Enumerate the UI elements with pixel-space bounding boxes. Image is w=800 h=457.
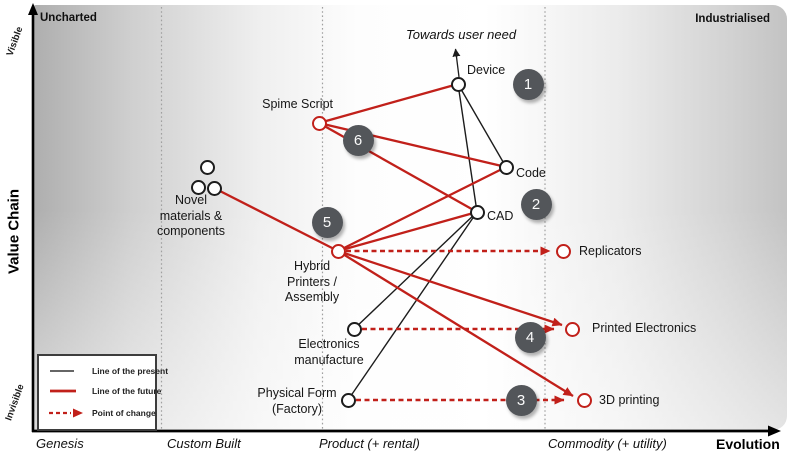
node-3d-printing [576,392,592,408]
legend-row-future: Line of the future [48,386,161,396]
stage-product: Product (+ rental) [319,436,420,451]
future-lines [213,82,574,397]
edge-hybrid-3d-printing [337,250,574,397]
axes [28,3,781,437]
node-novel-materials-2 [190,179,206,195]
edge-cad-electronics [353,211,478,330]
y-axis-title: Value Chain [5,188,23,275]
y-axis-arrowhead [28,3,38,15]
label-replicators: Replicators [579,244,642,258]
legend-box: Line of the present Line of the future P… [37,354,168,431]
badge-5: 5 [311,206,343,238]
node-hybrid-printers [330,243,346,259]
edge-hybrid-printed-electronics [337,249,563,327]
node-printed-electronics [564,321,580,337]
present-lines [347,48,507,401]
label-physical-form: Physical Form (Factory) [257,386,337,416]
badge-1: 1 [512,68,544,100]
point-of-change-icon [48,407,88,419]
x-axis-arrowhead [768,425,781,437]
industrialised-label: Industrialised [695,13,770,25]
evolution-gradient-background [33,5,787,430]
legend-label-change: Point of change [92,407,156,418]
badge-6: 6 [342,124,374,156]
towards-user-need-label: Towards user need [406,27,517,42]
edge-hybrid-cad [337,210,478,253]
label-device: Device [467,63,506,77]
node-physical-form [340,392,356,408]
line-of-present-icon [48,367,88,375]
label-spime-script: Spime Script [262,97,333,111]
edge-novel-hybrid [213,186,339,253]
label-3d-printing: 3D printing [599,393,660,407]
node-spime-script [311,115,327,131]
legend-label-future: Line of the future [92,386,162,397]
node-novel-materials-3 [206,180,222,196]
label-printed-electronics: Printed Electronics [592,321,697,335]
node-electronics-manufacture [346,321,362,337]
stage-genesis: Genesis [36,436,84,451]
edge-cad-physical-form [347,211,478,401]
label-electronics-manufacture: Electronics manufacture [294,337,364,367]
legend-row-change: Point of change [48,407,156,419]
edge-device-cad [457,83,478,213]
line-of-future-icon [48,387,88,395]
label-hybrid-printers: Hybrid Printers / Assembly [284,259,340,305]
x-axis-title: Evolution [716,436,780,452]
legend-row-present: Line of the present [48,366,168,376]
node-device [450,76,466,92]
towards-user-need-arrow [452,48,461,78]
label-novel-materials: Novel materials & components [156,193,226,239]
node-novel-materials-1 [199,159,215,175]
uncharted-label: Uncharted [40,12,97,24]
legend-label-present: Line of the present [92,366,169,377]
node-replicators [555,243,571,259]
badge-4: 4 [514,321,546,353]
node-cad [469,204,485,220]
stage-commodity: Commodity (+ utility) [548,436,667,451]
edge-spime-device [318,82,459,125]
stage-custom-built: Custom Built [167,436,241,451]
badge-2: 2 [520,188,552,220]
label-cad: CAD [487,209,514,223]
badge-3: 3 [505,384,537,416]
edge-hybrid-code [337,165,507,253]
node-code [498,159,514,175]
edge-device-code [457,83,507,168]
label-code: Code [516,166,546,180]
